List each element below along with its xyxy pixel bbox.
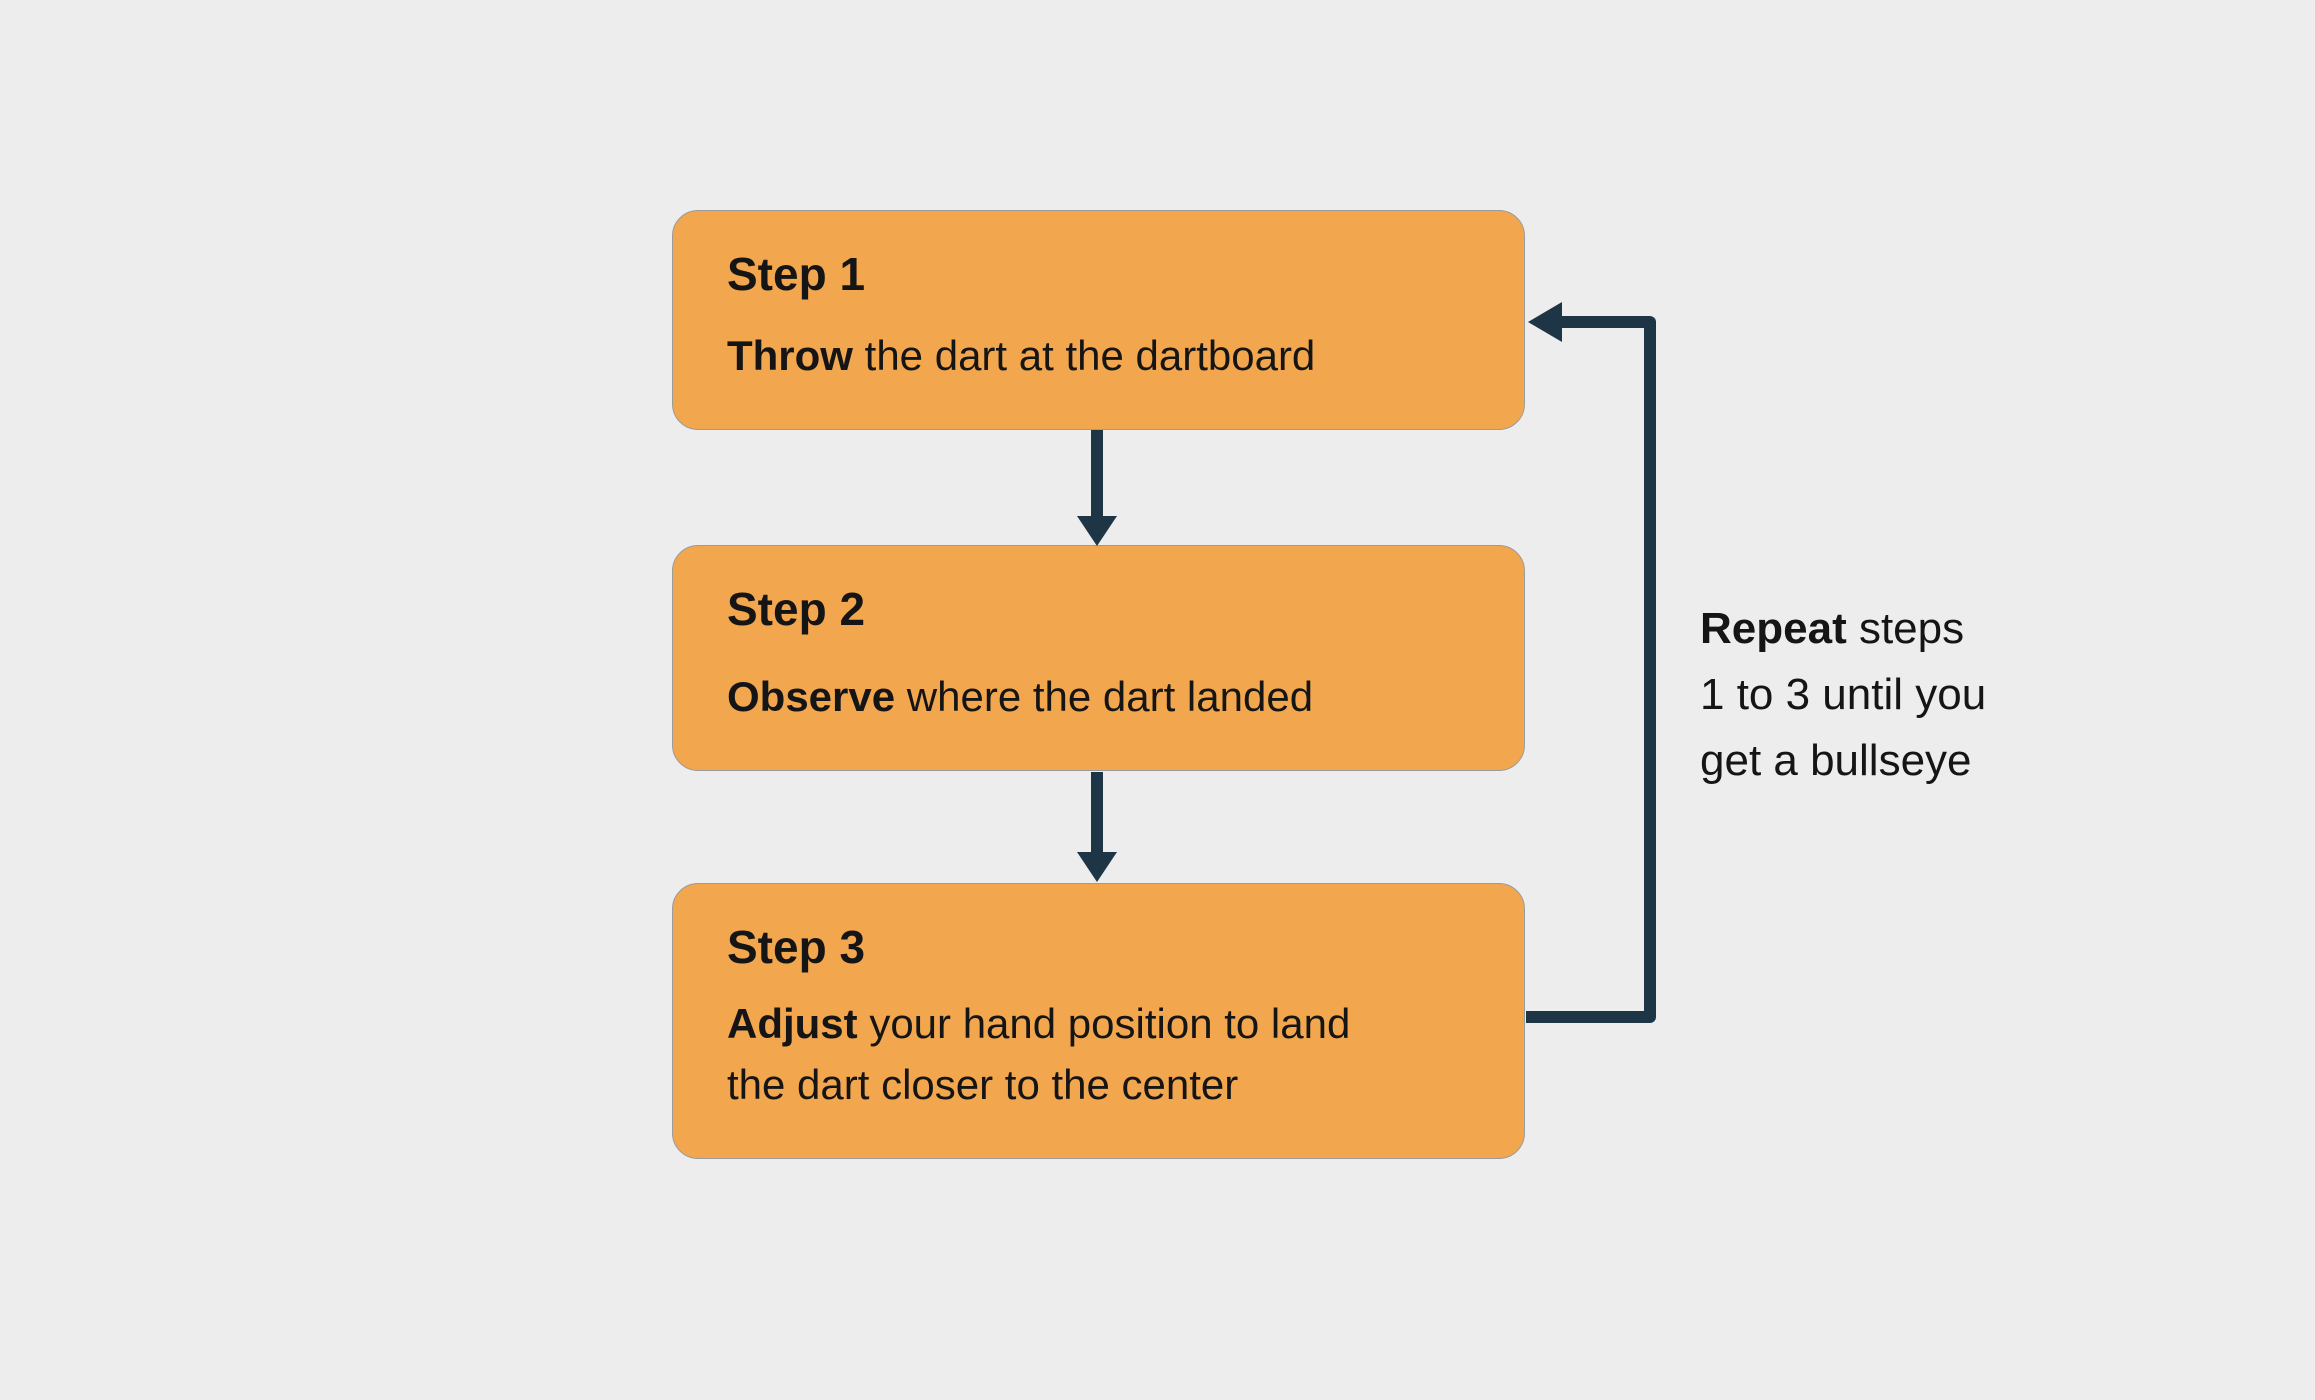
step-1-description: Throw the dart at the dartboard [727,326,1470,387]
arrow-step2-to-step3 [1077,772,1117,882]
arrow-loop-step3-to-step1 [1526,302,1656,1023]
step-2-keyword: Observe [727,673,896,721]
flow-node-step-1: Step 1 Throw the dart at the dartboard [672,210,1525,430]
step-3-description: Adjust your hand position to land the da… [727,994,1470,1116]
step-3-title: Step 3 [727,921,866,973]
step-3-keyword: Adjust [727,1000,858,1048]
loop-annotation: Repeat steps 1 to 3 until you get a bull… [1700,596,2130,794]
loop-keyword: Repeat [1700,604,1847,653]
arrow-down-icon [1077,516,1117,546]
arrow-left-icon [1528,302,1562,342]
step-1-title: Step 1 [727,248,866,300]
step-1-text: the dart at the dartboard [852,332,1316,380]
flow-node-step-2: Step 2 Observe where the dart landed [672,545,1525,771]
step-2-title: Step 2 [727,583,866,635]
flow-node-step-3: Step 3 Adjust your hand position to land… [672,883,1525,1159]
arrow-step1-to-step2 [1077,430,1117,546]
arrow-down-icon [1077,852,1117,882]
step-1-keyword: Throw [727,332,853,380]
step-2-description: Observe where the dart landed [727,667,1470,728]
step-3-text: your hand position to land the dart clos… [727,1000,1351,1109]
loop-text: steps 1 to 3 until you get a bullseye [1700,604,1987,785]
step-2-text: where the dart landed [895,673,1314,721]
